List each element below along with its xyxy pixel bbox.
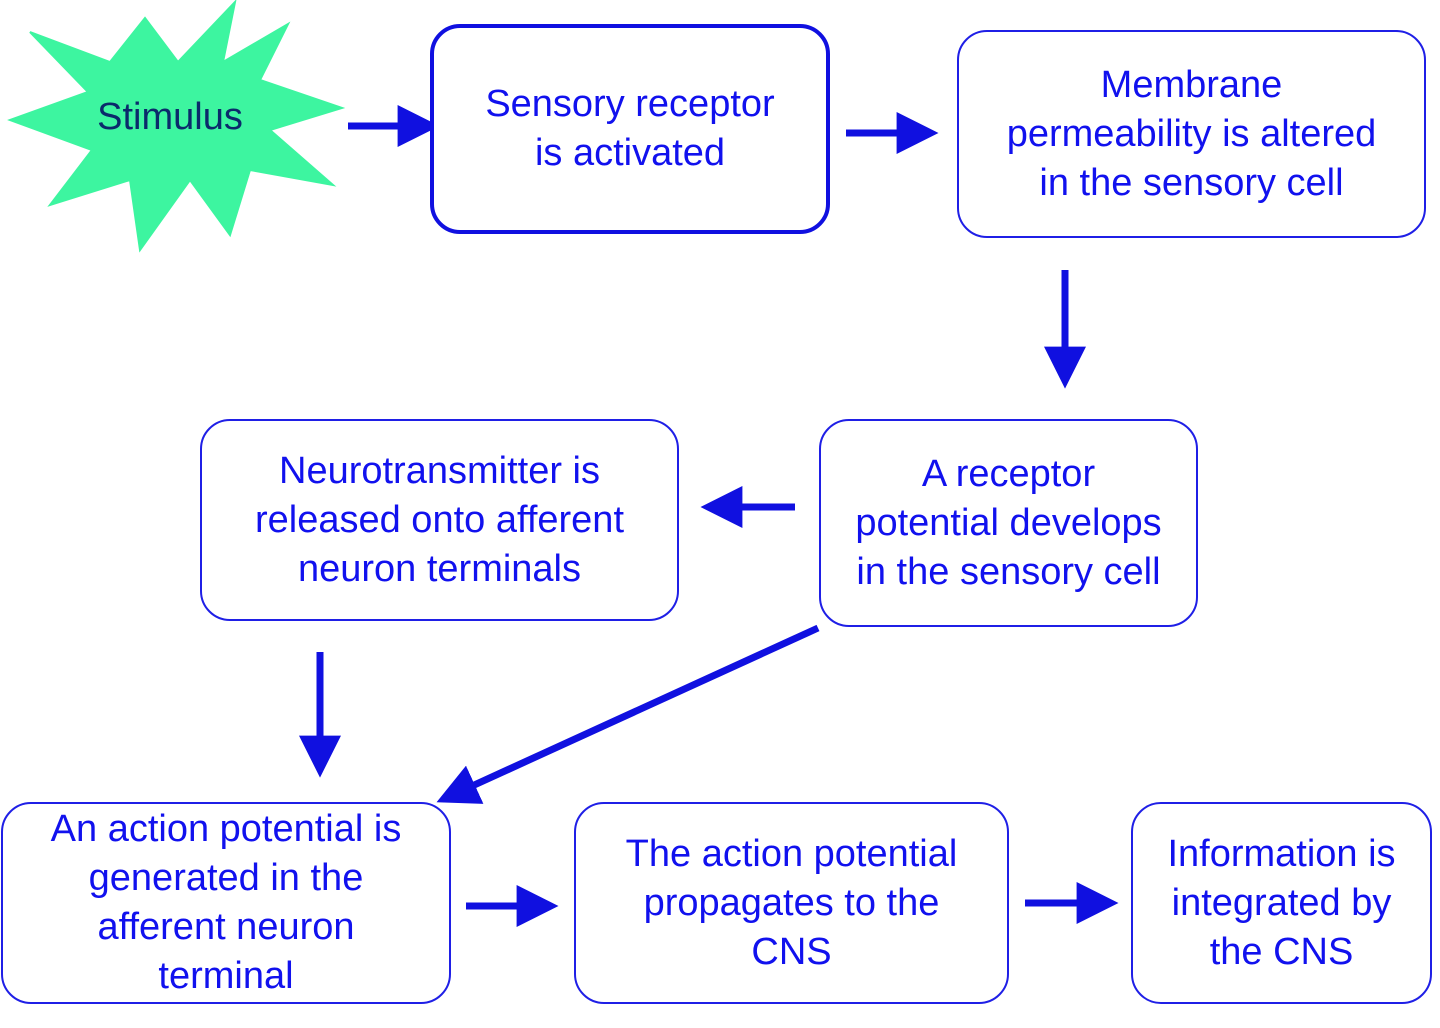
box-membrane-permeability: Membrane permeability is altered in the …: [957, 30, 1426, 238]
box-receptor-activated-text: Sensory receptor is activated: [485, 83, 775, 174]
stimulus-starburst-icon: [7, 0, 346, 253]
box-information-integrated-text: Information is integrated by the CNS: [1167, 832, 1396, 973]
box-membrane-permeability-text: Membrane permeability is altered in the …: [1006, 63, 1377, 204]
box-neurotransmitter-released-text: Neurotransmitter is released onto affere…: [254, 449, 624, 590]
box-action-potential-generated: An action potential is generated in the …: [1, 802, 451, 1004]
box-neurotransmitter-released: Neurotransmitter is released onto affere…: [200, 419, 679, 621]
box-action-potential-propagates-text: The action potential propagates to the C…: [625, 832, 958, 973]
stimulus-label: Stimulus: [97, 96, 243, 138]
box-action-potential-generated-text: An action potential is generated in the …: [50, 808, 402, 997]
box-receptor-potential-text: A receptor potential develops in the sen…: [855, 452, 1162, 593]
box-receptor-activated: Sensory receptor is activated: [430, 24, 830, 234]
box-information-integrated: Information is integrated by the CNS: [1131, 802, 1432, 1004]
arrow-receptor-potential-to-action-potential: [436, 624, 820, 804]
box-receptor-potential: A receptor potential develops in the sen…: [819, 419, 1198, 627]
box-action-potential-propagates: The action potential propagates to the C…: [574, 802, 1009, 1004]
